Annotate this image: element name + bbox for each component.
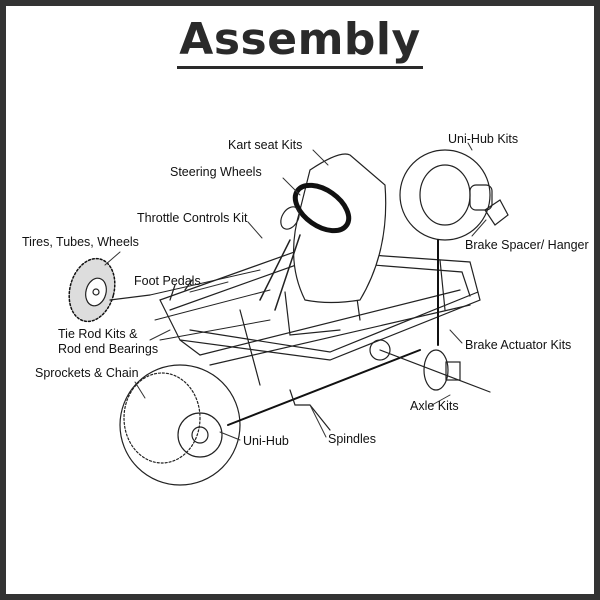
label-uni-hub: Uni-Hub bbox=[243, 434, 289, 448]
front-tire bbox=[68, 257, 151, 323]
rear-axle bbox=[369, 339, 491, 393]
leader-lines bbox=[104, 142, 487, 441]
kart-frame bbox=[159, 247, 481, 386]
label-throttle-controls: Throttle Controls Kit bbox=[137, 211, 248, 225]
page-title: Assembly bbox=[0, 14, 600, 69]
label-uni-hub-kits: Uni-Hub Kits bbox=[448, 132, 519, 146]
label-steering-wheels: Steering Wheels bbox=[170, 165, 262, 179]
label-foot-pedals: Foot Pedals bbox=[134, 274, 201, 288]
brake-hub-assembly bbox=[399, 149, 509, 346]
sprocket bbox=[119, 349, 421, 486]
label-rod-end-bearings: Rod end Bearings bbox=[58, 342, 159, 356]
steering-wheel bbox=[292, 182, 352, 234]
label-tires-tubes-wheels: Tires, Tubes, Wheels bbox=[22, 235, 139, 249]
label-brake-spacer-hanger: Brake Spacer/ Hanger bbox=[465, 238, 589, 252]
label-spindles: Spindles bbox=[328, 432, 376, 446]
label-kart-seat-kits: Kart seat Kits bbox=[228, 138, 303, 152]
label-tie-rod-kits: Tie Rod Kits & bbox=[58, 327, 138, 341]
label-axle-kits: Axle Kits bbox=[410, 399, 459, 413]
label-sprockets-chain: Sprockets & Chain bbox=[35, 366, 139, 380]
label-brake-actuator-kits: Brake Actuator Kits bbox=[465, 338, 572, 352]
